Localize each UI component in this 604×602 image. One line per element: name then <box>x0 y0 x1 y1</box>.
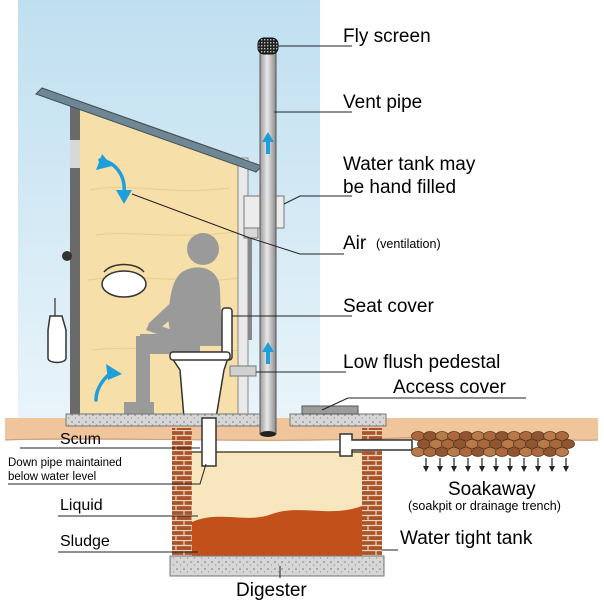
sludge <box>192 506 362 556</box>
gravel-pebble <box>519 431 533 441</box>
access-cover-plate <box>301 405 359 415</box>
gravel-pebble <box>537 439 551 449</box>
label-down-pipe-line2: below water level <box>8 471 96 483</box>
label-liquid: Liquid <box>60 497 103 514</box>
gravel-pebble <box>423 431 437 441</box>
door-knob <box>62 251 72 261</box>
label-seat-cover: Seat cover <box>343 296 434 317</box>
label-scum: Scum <box>60 431 101 448</box>
gravel-pebble <box>507 431 521 441</box>
label-water-tank-line2: be hand filled <box>343 177 456 198</box>
gravel-pebble <box>531 431 545 441</box>
gravel-pebble <box>453 439 467 449</box>
fly-screen-cap <box>257 37 279 55</box>
gravel-pebble <box>495 431 509 441</box>
seepage-arrow-head <box>535 466 541 472</box>
wood-grain <box>87 186 241 353</box>
label-digester: Digester <box>236 580 307 601</box>
gravel-pebble <box>543 447 557 457</box>
gravel-pebble <box>441 439 455 449</box>
gravel-pebble <box>525 439 539 449</box>
gravel-pebble <box>459 447 473 457</box>
seepage-arrow-head <box>437 466 443 472</box>
gravel-pebble <box>477 439 491 449</box>
label-low-flush-pedestal: Low flush pedestal <box>343 352 500 373</box>
vent-pipe <box>259 51 277 435</box>
down-pipe <box>201 417 217 467</box>
label-vent-pipe: Vent pipe <box>343 92 422 113</box>
gravel-pebble <box>483 431 497 441</box>
gravel-pebble <box>483 447 497 457</box>
label-fly-screen: Fly screen <box>343 26 431 47</box>
label-air: Air <box>343 233 367 254</box>
label-water-tight-tank: Water tight tank <box>400 528 533 549</box>
tank-slab <box>289 413 387 427</box>
seepage-arrow-head <box>451 466 457 472</box>
gravel-pebble <box>447 431 461 441</box>
gravel-pebble <box>555 431 569 441</box>
seepage-arrow-head <box>465 466 471 472</box>
airflow-arrowhead-top <box>116 190 132 204</box>
floor-slab <box>65 413 267 427</box>
seepage-arrows <box>423 458 569 472</box>
seepage-arrow-head <box>521 466 527 472</box>
toilet-roll <box>101 270 147 298</box>
vent-arrows <box>262 132 274 364</box>
seepage-arrow-head <box>563 466 569 472</box>
seepage-arrow-head <box>423 466 429 472</box>
label-air-note: (ventilation) <box>376 237 441 251</box>
vent-pipe-opening <box>260 431 276 437</box>
label-sludge: Sludge <box>60 533 110 550</box>
tank-wall-right <box>362 428 382 556</box>
gravel-pebble <box>513 439 527 449</box>
tank-base <box>169 555 385 577</box>
front-post <box>70 102 80 418</box>
gravel-pebble <box>471 447 485 457</box>
label-soakaway-note: (soakpit or drainage trench) <box>408 499 561 513</box>
water-bottle <box>47 315 67 364</box>
gravel-pebble <box>549 439 563 449</box>
seepage-arrow-head <box>493 466 499 472</box>
gravel-pebble <box>423 447 437 457</box>
gravel-pebble <box>465 439 479 449</box>
seepage-arrow-head <box>479 466 485 472</box>
seated-person <box>124 233 222 414</box>
tank-wall-left <box>172 428 192 556</box>
gravel-pebble <box>531 447 545 457</box>
toilet-roll-holder <box>103 263 145 273</box>
gravel-pebble <box>447 447 461 457</box>
gravel-pebble <box>489 439 503 449</box>
gravel-pebble <box>411 431 425 441</box>
gravel-pebble <box>519 447 533 457</box>
gravel-pebble <box>561 439 575 449</box>
gravel-pebble <box>417 439 431 449</box>
gravel-pebble <box>435 447 449 457</box>
airflow-arrowtail-top <box>96 154 112 170</box>
gravel-pebble <box>501 439 515 449</box>
label-access-cover: Access cover <box>393 377 507 398</box>
gravel-pebble <box>543 431 557 441</box>
label-water-tank-line1: Water tank may <box>343 154 476 175</box>
door-hinge <box>70 140 80 168</box>
gravel-pebble <box>435 431 449 441</box>
seepage-arrow-head <box>549 466 555 472</box>
gravel-pebble <box>495 447 509 457</box>
soakaway-gravel <box>411 431 575 457</box>
label-soakaway: Soakaway <box>448 479 536 500</box>
gravel-pebble <box>507 447 521 457</box>
leader-lines <box>8 45 526 578</box>
gravel-pebble <box>459 431 473 441</box>
pedestal <box>169 307 257 419</box>
gravel-pebble <box>429 439 443 449</box>
seepage-arrow-head <box>507 466 513 472</box>
gravel-pebble <box>471 431 485 441</box>
label-down-pipe-line1: Down pipe maintained <box>8 457 122 469</box>
gravel-pebble <box>555 447 569 457</box>
airflow-arrowhead-bottom <box>106 364 122 380</box>
gravel-pebble <box>411 447 425 457</box>
